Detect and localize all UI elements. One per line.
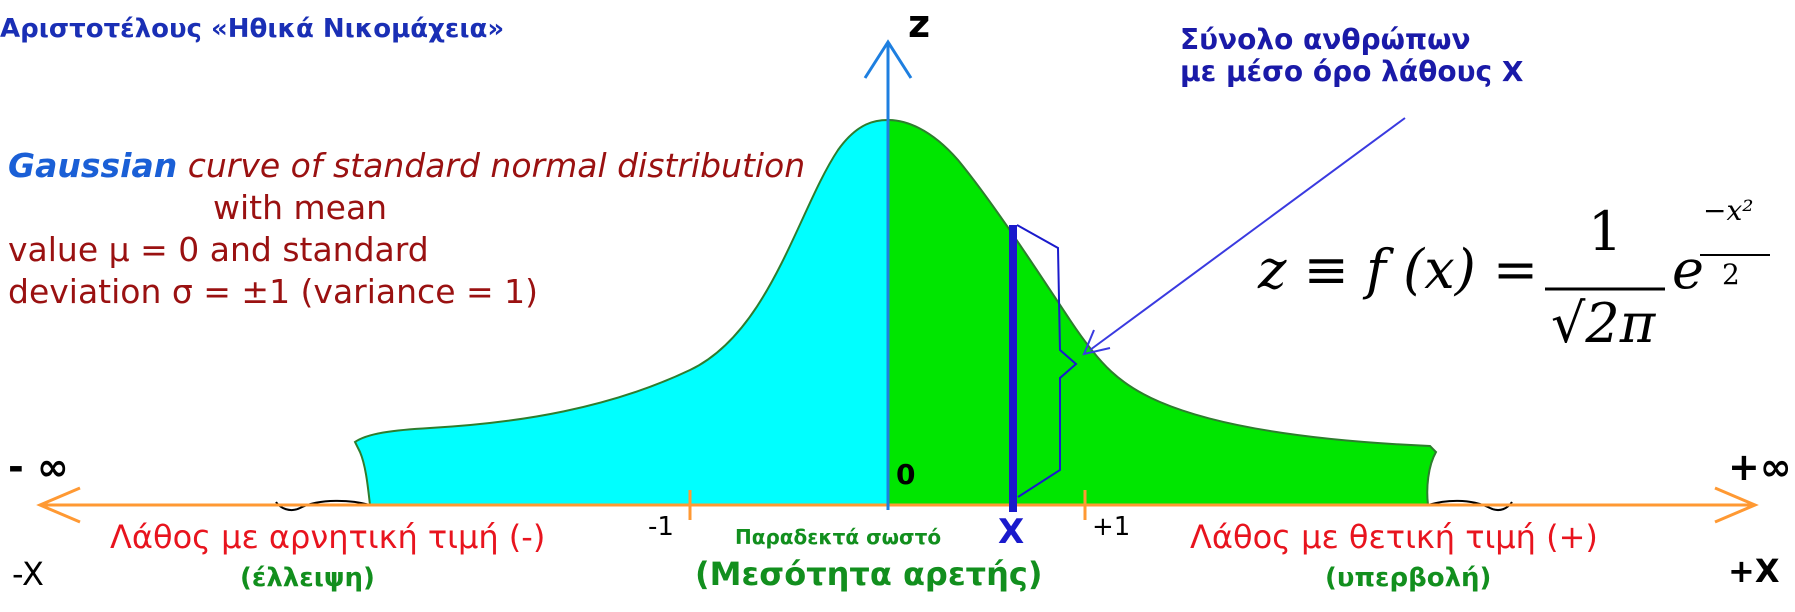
description-term: Gaussian [8,146,178,185]
zero-label: 0 [896,458,916,491]
description-line-1: Gaussian curve of standard normal distri… [8,145,805,187]
plus-one-label: +1 [1092,512,1131,542]
page-title: Αριστοτέλους «Ηθικά Νικομάχεια» [0,14,505,44]
right-tail-outline [1427,499,1513,512]
neg-x-label: -X [12,555,44,593]
formula-exp-denominator: 2 [1722,258,1740,291]
z-axis-arrow [863,39,913,79]
negative-error-label: Λάθος με αρνητική τιμή (-) [110,518,546,556]
curve-right-half [887,118,1438,506]
annotation-line-2: με μέσο όρο λάθους X [1180,55,1524,88]
annotation-pointer-line [1089,117,1406,351]
x-axis-arrow-left [36,486,81,524]
negative-sub-label: (έλλειψη) [240,563,375,593]
positive-error-label: Λάθος με θετική τιμή (+) [1190,518,1598,556]
minus-one-label: -1 [648,512,674,542]
annotation-line-1: Σύνολο ανθρώπων [1180,23,1471,56]
annotation-text: Σύνολο ανθρώπων με μέσο όρο λάθους X [1180,24,1523,88]
formula-radical: √2π [1551,292,1656,355]
formula-exp-numerator: −x² [1703,194,1754,227]
pos-infinity-label: +∞ [1728,445,1792,489]
x-axis-arrow-right [1714,486,1759,524]
positive-sub-label: (υπερβολή) [1325,563,1492,593]
neg-infinity-label: - ∞ [8,445,69,489]
mean-virtue-label: (Μεσότητα αρετής) [695,555,1043,593]
formula-lhs: z ≡ f (x) = [1258,238,1539,301]
curve-description: Gaussian curve of standard normal distri… [8,145,805,313]
description-line-rest: with mean [213,188,388,227]
description-line-4: deviation σ = ±1 (variance = 1) [8,272,538,311]
left-tail-outline [275,499,371,512]
formula-base: e [1672,238,1704,301]
z-axis-label: z [908,2,931,46]
acceptable-label: Παραδεκτά σωστό [735,525,942,549]
group-bracket [1016,224,1078,498]
description-italic: curve of standard normal distribution [187,146,806,185]
annotation-pointer-arrow [1082,329,1111,356]
formula-numerator: 1 [1588,200,1623,263]
description-line-3: value μ = 0 and standard [8,230,429,269]
pos-x-label: +X [1728,552,1780,590]
x-marker-label: X [998,512,1025,552]
